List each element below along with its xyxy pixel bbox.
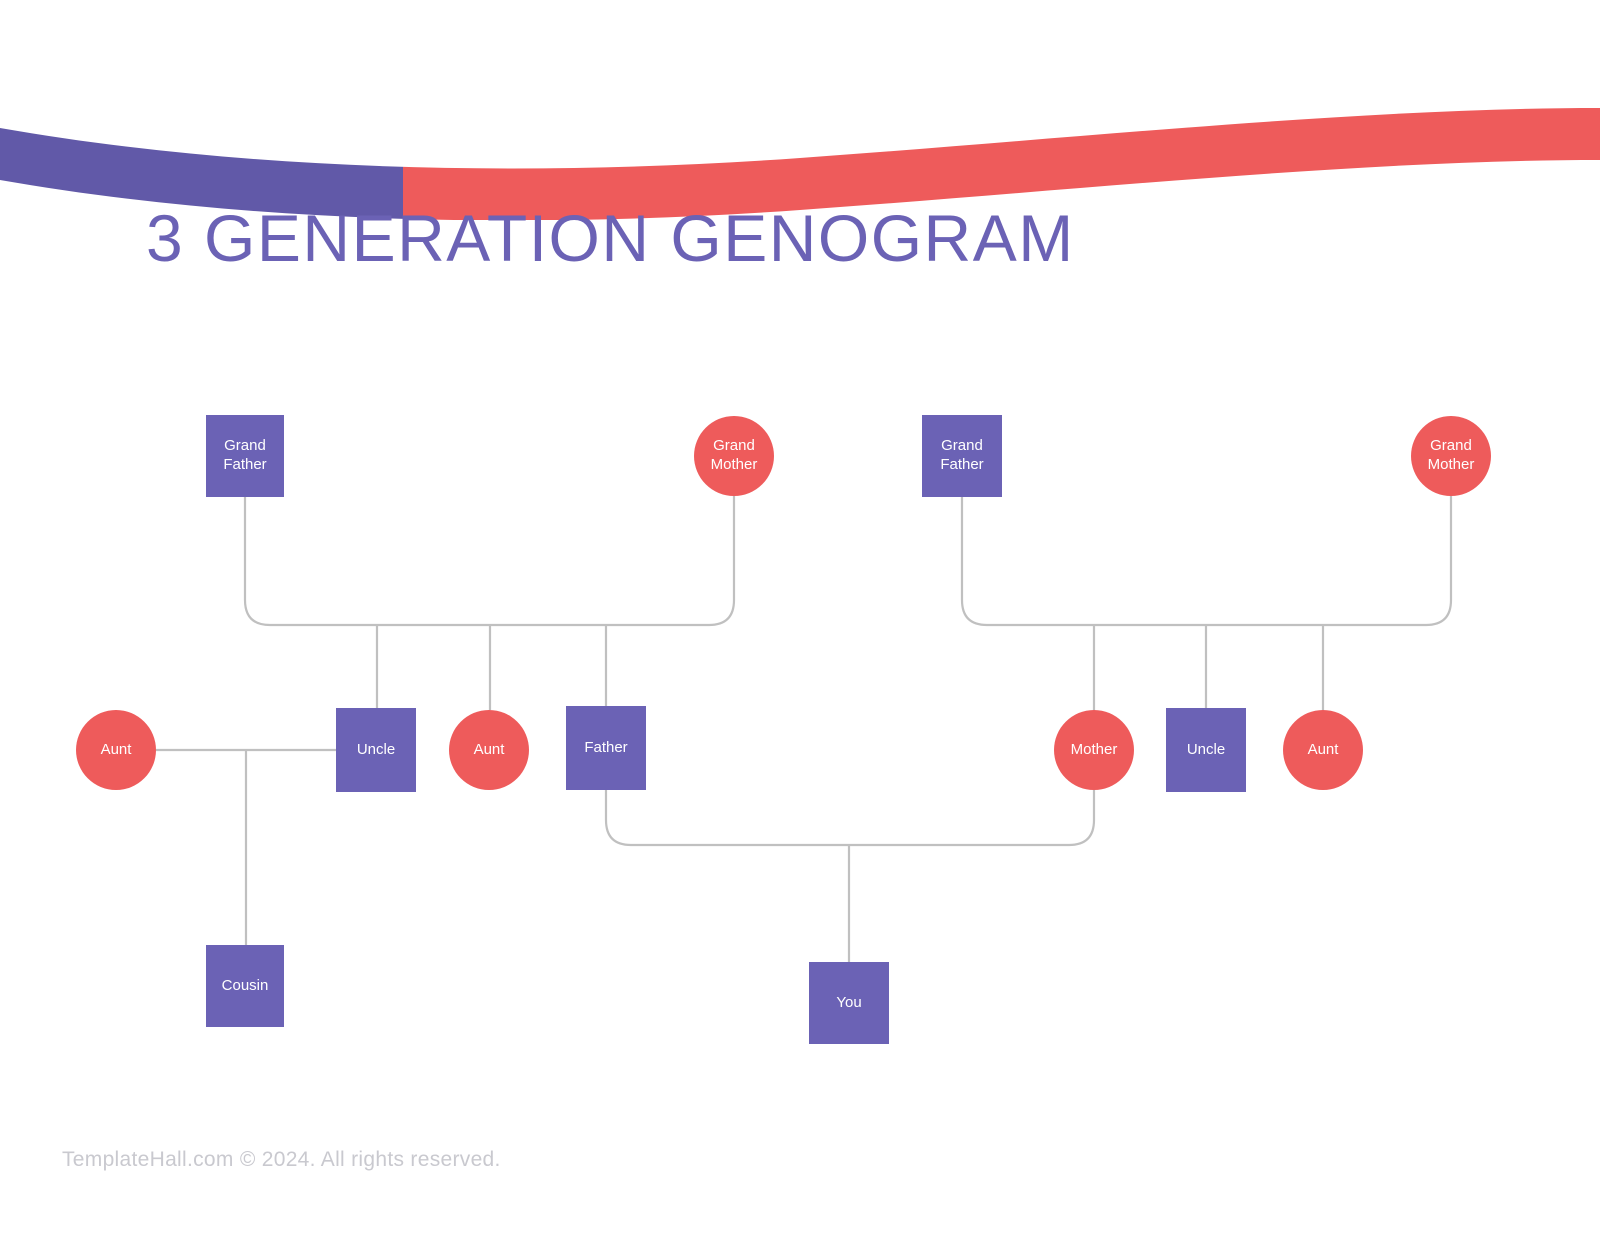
node-label-mother: Mother: [1070, 740, 1118, 758]
node-paternal-aunt-in-law[interactable]: Aunt: [76, 710, 156, 790]
connector-maternal-union-bar: [960, 496, 1453, 627]
node-label-paternal-aunt: Aunt: [473, 740, 505, 758]
node-label-paternal-grandfather: Grand Father: [223, 437, 267, 473]
node-label-you: You: [836, 993, 862, 1011]
connector-parents-union-bar: [604, 790, 1096, 847]
node-paternal-aunt[interactable]: Aunt: [449, 710, 529, 790]
node-label-cousin: Cousin: [221, 976, 269, 994]
node-label-paternal-grandmother: Grand Mother: [710, 437, 758, 473]
node-label-maternal-grandmother: Grand Mother: [1427, 437, 1475, 473]
footer-copyright: TemplateHall.com © 2024. All rights rese…: [62, 1148, 501, 1171]
node-paternal-grandfather[interactable]: Grand Father: [206, 415, 284, 497]
node-maternal-aunt[interactable]: Aunt: [1283, 710, 1363, 790]
connector-paternal-union-bar: [243, 496, 736, 627]
page-title: 3 GENERATION GENOGRAM: [146, 201, 1075, 275]
node-maternal-uncle[interactable]: Uncle: [1166, 708, 1246, 792]
node-label-paternal-uncle: Uncle: [356, 740, 396, 758]
node-label-maternal-grandfather: Grand Father: [940, 437, 984, 473]
node-label-paternal-aunt-in-law: Aunt: [100, 740, 132, 758]
node-you[interactable]: You: [809, 962, 889, 1044]
node-paternal-grandmother[interactable]: Grand Mother: [694, 416, 774, 496]
node-label-maternal-uncle: Uncle: [1186, 740, 1226, 758]
node-maternal-grandfather[interactable]: Grand Father: [922, 415, 1002, 497]
node-father[interactable]: Father: [566, 706, 646, 790]
node-label-maternal-aunt: Aunt: [1307, 740, 1339, 758]
node-label-father: Father: [584, 738, 628, 756]
node-cousin[interactable]: Cousin: [206, 945, 284, 1027]
node-maternal-grandmother[interactable]: Grand Mother: [1411, 416, 1491, 496]
node-mother[interactable]: Mother: [1054, 710, 1134, 790]
node-paternal-uncle[interactable]: Uncle: [336, 708, 416, 792]
